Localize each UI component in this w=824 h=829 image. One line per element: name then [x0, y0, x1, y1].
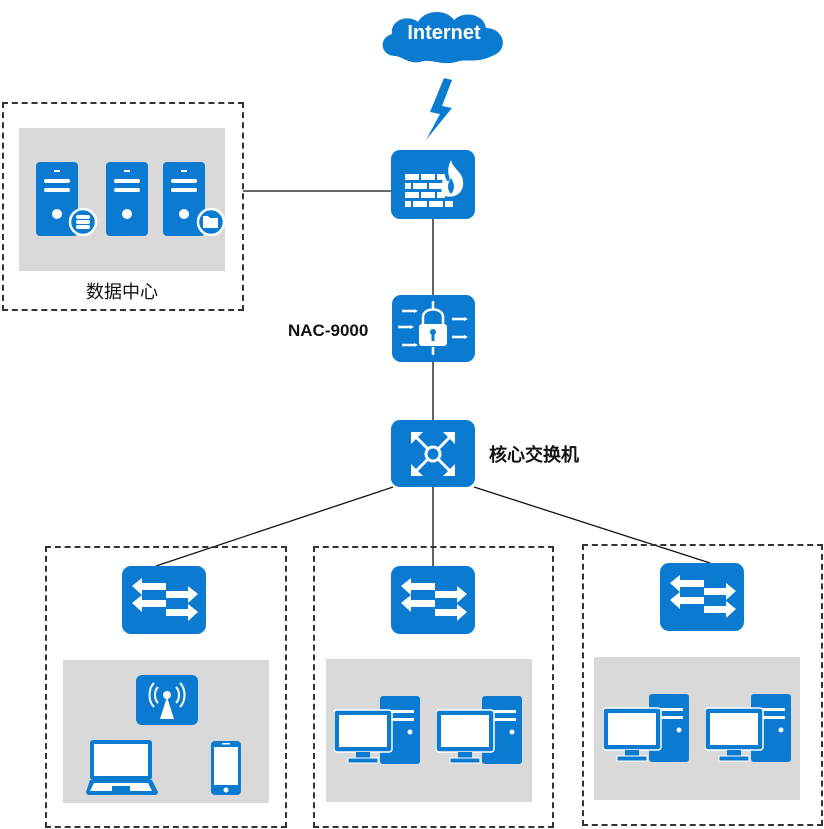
- firewall-icon: [405, 160, 464, 207]
- database-server-icon[interactable]: [36, 162, 98, 238]
- access-switch-icon: [670, 575, 736, 618]
- folder-icon: [203, 216, 218, 228]
- internet-label: Internet: [407, 22, 481, 44]
- firewall-node[interactable]: [391, 150, 475, 219]
- access-switch-3[interactable]: [660, 563, 744, 631]
- core-switch-label: 核心交换机: [489, 445, 579, 465]
- nac-lock-icon: [398, 301, 468, 355]
- access-switch-icon: [401, 578, 467, 621]
- core-switch-node[interactable]: [391, 420, 475, 487]
- core-switch-icon: [411, 432, 455, 476]
- access-switch-1[interactable]: [122, 566, 206, 634]
- internet-cloud: Internet: [376, 6, 512, 66]
- datacenter-label: 数据中心: [86, 282, 158, 302]
- file-server-icon[interactable]: [163, 162, 225, 238]
- wireless-ap-icon[interactable]: [136, 675, 198, 725]
- access-switch-2[interactable]: [391, 566, 475, 634]
- access-switch-icon: [132, 578, 198, 621]
- desktop-pc-icon[interactable]: [334, 694, 422, 766]
- desktop-pc-icon[interactable]: [705, 692, 793, 764]
- link-core-switch1: [155, 486, 394, 567]
- nac-node[interactable]: [392, 295, 475, 362]
- access-zone-1: [45, 546, 287, 828]
- link-core-switch3: [473, 486, 711, 564]
- lightning-icon: [422, 78, 456, 140]
- cloud-icon: [382, 11, 503, 64]
- smartphone-icon[interactable]: [210, 740, 242, 796]
- desktop-pc-icon[interactable]: [603, 692, 691, 764]
- nac-label: NAC-9000: [288, 321, 369, 340]
- access-zone-2: [313, 546, 554, 828]
- laptop-icon[interactable]: [84, 738, 160, 796]
- server-icon[interactable]: [106, 162, 148, 238]
- datacenter-zone: [2, 102, 244, 311]
- desktop-pc-icon[interactable]: [436, 694, 524, 766]
- access-zone-3: [582, 544, 823, 826]
